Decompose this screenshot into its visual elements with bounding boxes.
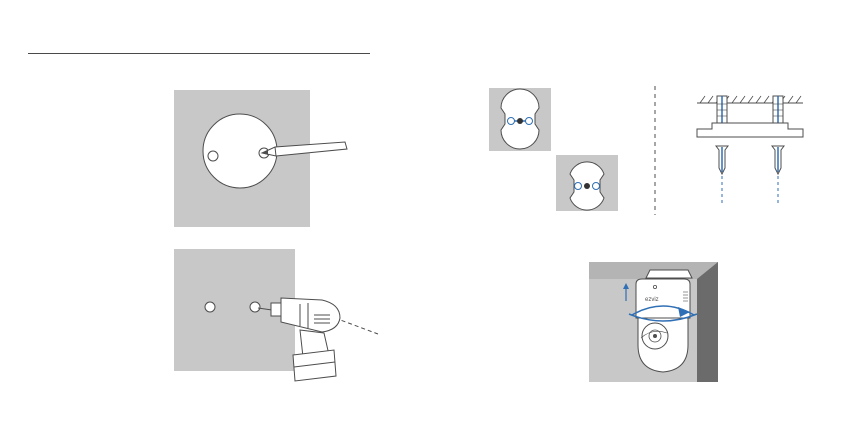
drill-axis-line xyxy=(335,318,378,334)
step2-drilling-illustration xyxy=(174,249,378,381)
drilled-hole-left xyxy=(205,302,215,312)
center-dot-b xyxy=(584,183,590,189)
wall-anchor-right-icon xyxy=(773,96,783,123)
brand-logo: ezviz xyxy=(645,297,659,303)
camera-icon: ezviz xyxy=(636,279,690,372)
template-hole-left xyxy=(208,151,218,161)
step4-anchors-screws xyxy=(697,96,803,205)
ceiling-hatch xyxy=(700,96,801,103)
wall-anchor-left-icon xyxy=(717,96,727,123)
screw-hole-a-right xyxy=(526,118,533,125)
center-dot-a xyxy=(517,118,523,124)
drilled-hole-right xyxy=(250,302,260,312)
step1-template-illustration xyxy=(174,90,347,227)
screw-hole-a-left xyxy=(508,118,515,125)
step5-camera-mounting: ezviz xyxy=(589,262,718,382)
mount-base-profile xyxy=(697,123,803,137)
screw-right-icon xyxy=(772,146,784,205)
screw-hole-b-right xyxy=(593,183,600,190)
screw-left-icon xyxy=(716,146,728,205)
ceiling-mount-plate xyxy=(646,270,692,278)
side-wall xyxy=(697,262,718,382)
step3-mount-orientation xyxy=(489,88,618,211)
screw-hole-b-left xyxy=(575,183,582,190)
